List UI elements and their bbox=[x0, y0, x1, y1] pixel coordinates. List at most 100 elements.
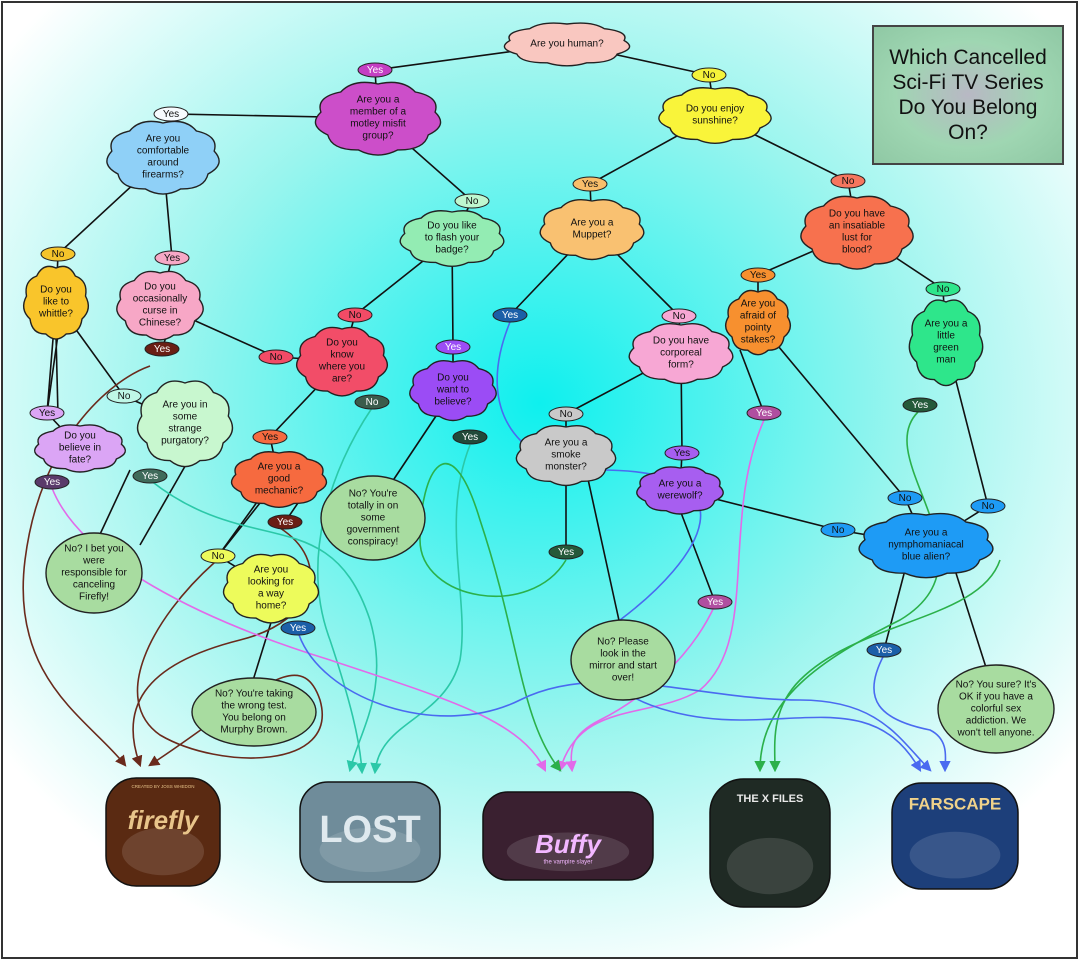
answer-label-no: No bbox=[548, 406, 584, 422]
ending-text: the wrong test. bbox=[221, 701, 287, 712]
label-text: Yes bbox=[462, 432, 478, 443]
cloud-shape bbox=[314, 81, 442, 156]
show-image-frame bbox=[891, 782, 1019, 890]
label-text: Yes bbox=[164, 253, 180, 264]
label-pill bbox=[454, 193, 490, 209]
question-text: purgatory? bbox=[161, 436, 209, 447]
question-text: Do you like bbox=[427, 221, 477, 232]
answer-path-arrow bbox=[131, 527, 312, 768]
label-pill bbox=[691, 67, 727, 83]
label-pill bbox=[887, 490, 923, 506]
question-text: stakes? bbox=[741, 335, 776, 346]
question-text: form? bbox=[668, 360, 694, 371]
question-text: looking for bbox=[248, 577, 295, 588]
answer-label-no: No bbox=[661, 308, 697, 324]
ending-text: government bbox=[347, 525, 400, 536]
question-text: Are you bbox=[254, 565, 288, 576]
question-text: Do you have bbox=[653, 336, 710, 347]
cloud-shape bbox=[858, 512, 994, 579]
question-text: curse in bbox=[142, 306, 177, 317]
answer-label-yes: Yes bbox=[572, 176, 608, 192]
answer-label-yes: Yes bbox=[154, 250, 190, 266]
label-pill bbox=[29, 405, 65, 421]
label-pill bbox=[661, 308, 697, 324]
show-logo-farscape[interactable]: FARSCAPE bbox=[891, 782, 1019, 890]
answer-path-arrow bbox=[22, 365, 151, 767]
connector-line bbox=[55, 334, 59, 416]
label-pill bbox=[970, 498, 1006, 514]
ending-text: won't tell anyone. bbox=[957, 728, 1035, 739]
question-text: werewolf? bbox=[656, 491, 702, 502]
cloud-shape bbox=[636, 466, 724, 515]
answer-label-yes: Yes bbox=[34, 474, 70, 490]
show-logo-xfiles[interactable]: THE X FILES bbox=[709, 778, 831, 908]
label-text: Yes bbox=[154, 344, 170, 355]
question-text: strange bbox=[168, 424, 202, 435]
show-logo-subtitle: the vampire slayer bbox=[543, 860, 592, 866]
answer-label-yes: Yes bbox=[866, 642, 902, 658]
connector-line bbox=[217, 497, 261, 557]
answer-path-arrow bbox=[370, 444, 471, 775]
label-text: No bbox=[703, 70, 716, 81]
label-pill bbox=[267, 514, 303, 530]
label-text: Yes bbox=[912, 400, 928, 411]
ending-text: colorful sex bbox=[971, 704, 1022, 715]
cloud-shape bbox=[136, 380, 234, 468]
answer-label-no: No bbox=[830, 173, 866, 189]
title-box: Which Cancelled Sci-Fi TV Series Do You … bbox=[872, 25, 1064, 165]
label-pill bbox=[435, 339, 471, 355]
question-text: motley misfit bbox=[350, 119, 406, 130]
answer-label-yes: Yes bbox=[144, 341, 180, 357]
cloud-shape bbox=[658, 87, 772, 145]
answer-label-no: No bbox=[970, 498, 1006, 514]
cloud-shape bbox=[800, 195, 914, 270]
label-pill bbox=[153, 106, 189, 122]
label-text: No bbox=[52, 249, 65, 260]
question-text: member of a bbox=[350, 107, 407, 118]
ending-text: addiction. We bbox=[966, 716, 1027, 727]
cloud-shape bbox=[22, 265, 90, 340]
question-text: Muppet? bbox=[573, 230, 612, 241]
page-title: Which Cancelled Sci-Fi TV Series Do You … bbox=[889, 46, 1047, 144]
connector-line bbox=[883, 569, 906, 651]
label-text: Yes bbox=[163, 109, 179, 120]
label-pill bbox=[925, 281, 961, 297]
label-pill bbox=[452, 429, 488, 445]
answer-label-yes: Yes bbox=[132, 468, 168, 484]
question-text: know bbox=[330, 350, 354, 361]
label-text: Yes bbox=[558, 547, 574, 558]
show-logo-lost[interactable]: LOST bbox=[299, 781, 441, 883]
cast-silhouette bbox=[121, 827, 205, 876]
label-text: Yes bbox=[582, 179, 598, 190]
question-text: little bbox=[937, 331, 955, 342]
label-text: Yes bbox=[674, 448, 690, 459]
answer-label-yes: Yes bbox=[357, 62, 393, 78]
ending-text: look in the bbox=[600, 649, 646, 660]
question-text: want to bbox=[436, 385, 470, 396]
label-pill bbox=[902, 397, 938, 413]
question-text: smoke bbox=[551, 450, 581, 461]
answer-label-yes: Yes bbox=[697, 594, 733, 610]
ending-text: No? Please bbox=[597, 637, 649, 648]
answer-label-yes: Yes bbox=[29, 405, 65, 421]
question-text: Do you bbox=[437, 373, 469, 384]
cloud-shape bbox=[116, 270, 204, 341]
answer-path-arrow bbox=[419, 463, 567, 772]
show-logo-text: THE X FILES bbox=[737, 793, 804, 805]
question-text: Are you a bbox=[925, 319, 968, 330]
cloud-shape bbox=[409, 359, 497, 422]
question-text: fate? bbox=[69, 455, 92, 466]
label-pill bbox=[34, 474, 70, 490]
label-pill bbox=[572, 176, 608, 192]
connector-line bbox=[585, 469, 621, 626]
